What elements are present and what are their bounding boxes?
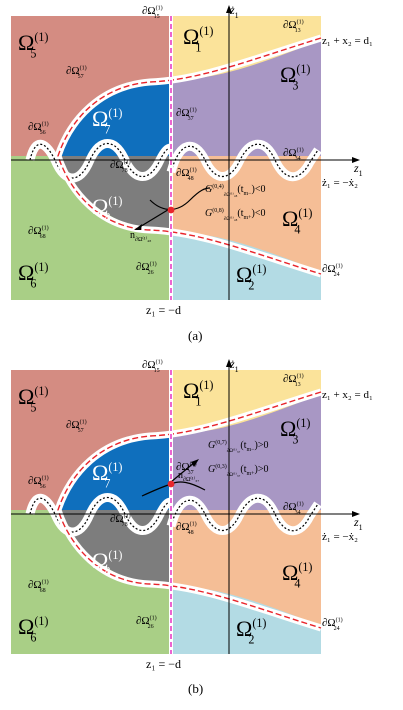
- panel-a-label-omega4: Ω(1)4: [282, 206, 312, 237]
- region-omega7: [60, 434, 171, 510]
- panel-b-label-b24: ∂Ω(1)24: [322, 617, 343, 632]
- switching-point: [167, 480, 175, 488]
- normal-arrowhead: [134, 224, 142, 230]
- panel-b-label-b48: ∂Ω(1)48: [176, 521, 197, 536]
- panel-b-label-b37: ∂Ω(1)37: [176, 461, 197, 476]
- region-omega7: [60, 80, 171, 156]
- panel-a-label-omega7: Ω(1)7: [92, 106, 122, 137]
- panel-a-label-b78: ∂Ω(1)78: [110, 159, 131, 174]
- trajectory-arrow: [149, 187, 211, 210]
- panel-b-condition-2: G(0,3)∂Ω⁽¹⁾₃₇(tm+)>0: [208, 463, 269, 478]
- panel-a-axis-y-label: ż1: [229, 3, 239, 20]
- parabola-boundary-dash: [57, 391, 322, 629]
- normal-arrowhead: [191, 459, 199, 467]
- panel-a-label-b37: ∂Ω(1)37: [176, 107, 197, 122]
- panel-a-line-vertical-label: z₁ = −d: [146, 303, 181, 317]
- panel-a-label-omega5: Ω(1)5: [18, 30, 48, 61]
- panel-b-label-b56: ∂Ω(1)56: [28, 475, 49, 490]
- panel-b-label-omega1: Ω(1)1: [183, 378, 213, 409]
- panel-a-condition-2: G(0,8)∂Ω⁽¹⁾₄₈(tm+)<0: [205, 207, 266, 222]
- normal-arrow: [137, 207, 172, 229]
- panel-a-label-b13: ∂Ω(1)13: [283, 19, 304, 34]
- panel-a-label-omega6: Ω(1)6: [18, 260, 48, 291]
- panel-b-line-vertical-label: z₁ = −d: [146, 657, 181, 671]
- panel-b-label-omega2: Ω(1)2: [236, 616, 266, 647]
- panel-b-condition-1: G(0,7)∂Ω⁽¹⁾₃₇(tm−)>0: [208, 439, 269, 454]
- panel-b-label-b34: ∂Ω(1)34: [283, 501, 304, 516]
- panel-b-label-b57: ∂Ω(1)57: [66, 419, 87, 434]
- x-axis-arrow: [352, 511, 360, 517]
- panel-a-label-b26: ∂Ω(1)26: [136, 261, 157, 276]
- panel-a-label-omega1: Ω(1)1: [183, 24, 213, 55]
- panel-a-normal-label: n∂Ω⁽¹⁾₄₈: [130, 230, 151, 243]
- panel-a-label-omega8: Ω(1)8: [92, 194, 122, 225]
- panel-a-caption: (a): [188, 328, 202, 343]
- panel-a-label-b15: ∂Ω(1)15: [142, 5, 163, 20]
- region-omega3: [171, 394, 321, 510]
- panel-a-label-b24: ∂Ω(1)24: [322, 263, 343, 278]
- panel-a-label-b48: ∂Ω(1)48: [176, 167, 197, 182]
- panel-a-condition-1: G(0,4)∂Ω⁽¹⁾₄₈(tm−)<0: [205, 183, 266, 198]
- panel-a: [11, 5, 360, 300]
- panel-b-label-omega8: Ω(1)8: [92, 548, 122, 579]
- x-axis-arrow: [352, 157, 360, 163]
- y-axis-arrow: [226, 5, 232, 13]
- panel-b-caption: (b): [188, 681, 203, 696]
- panel-b-label-omega3: Ω(1)3: [280, 416, 310, 447]
- panel-b-label-b78: ∂Ω(1)78: [110, 513, 131, 528]
- panel-b-label-omega7: Ω(1)7: [92, 460, 122, 491]
- panel-b-label-omega5: Ω(1)5: [18, 384, 48, 415]
- panel-b-label-b26: ∂Ω(1)26: [136, 615, 157, 630]
- panel-a-label-omega2: Ω(1)2: [236, 262, 266, 293]
- panel-b-label-b13: ∂Ω(1)13: [283, 373, 304, 388]
- panel-b: [11, 359, 360, 654]
- panel-b-normal-label: n∂Ω⁽¹⁾₃₇: [178, 470, 199, 483]
- panel-a-line-top-label: z₁ + x₂ = d₁: [322, 35, 373, 47]
- panel-b-line-top-label: z₁ + x₂ = d₁: [322, 389, 373, 401]
- panel-a-label-b56: ∂Ω(1)56: [28, 121, 49, 136]
- region-omega4: [171, 156, 321, 272]
- panel-a-label-b57: ∂Ω(1)57: [66, 65, 87, 80]
- panel-b-label-omega4: Ω(1)4: [282, 560, 312, 591]
- panel-b-axis-x-label: z1: [353, 515, 363, 532]
- panel-a-label-b68: ∂Ω(1)68: [28, 225, 49, 240]
- panel-a-line-mid-label: ż₁ = −ẋ₂: [322, 177, 358, 189]
- panel-b-line-mid-label: ż₁ = −ẋ₂: [322, 531, 358, 543]
- panel-a-axis-x-label: z1: [353, 161, 363, 178]
- panel-a-label-omega3: Ω(1)3: [280, 62, 310, 93]
- panel-b-label-b15: ∂Ω(1)15: [142, 359, 163, 374]
- wave-line-left: [29, 496, 172, 533]
- panel-a-label-b34: ∂Ω(1)34: [283, 147, 304, 162]
- wave-line-left: [29, 142, 172, 179]
- panel-b-label-omega6: Ω(1)6: [18, 614, 48, 645]
- region-omega4: [171, 510, 321, 626]
- parabola-boundary-dash: [57, 37, 322, 275]
- normal-arrow: [170, 461, 196, 483]
- panel-b-label-b68: ∂Ω(1)68: [28, 579, 49, 594]
- switching-point: [167, 206, 175, 214]
- y-axis-arrow: [226, 359, 232, 367]
- region-omega3: [171, 40, 321, 156]
- panel-b-axis-y-label: ż1: [229, 357, 239, 374]
